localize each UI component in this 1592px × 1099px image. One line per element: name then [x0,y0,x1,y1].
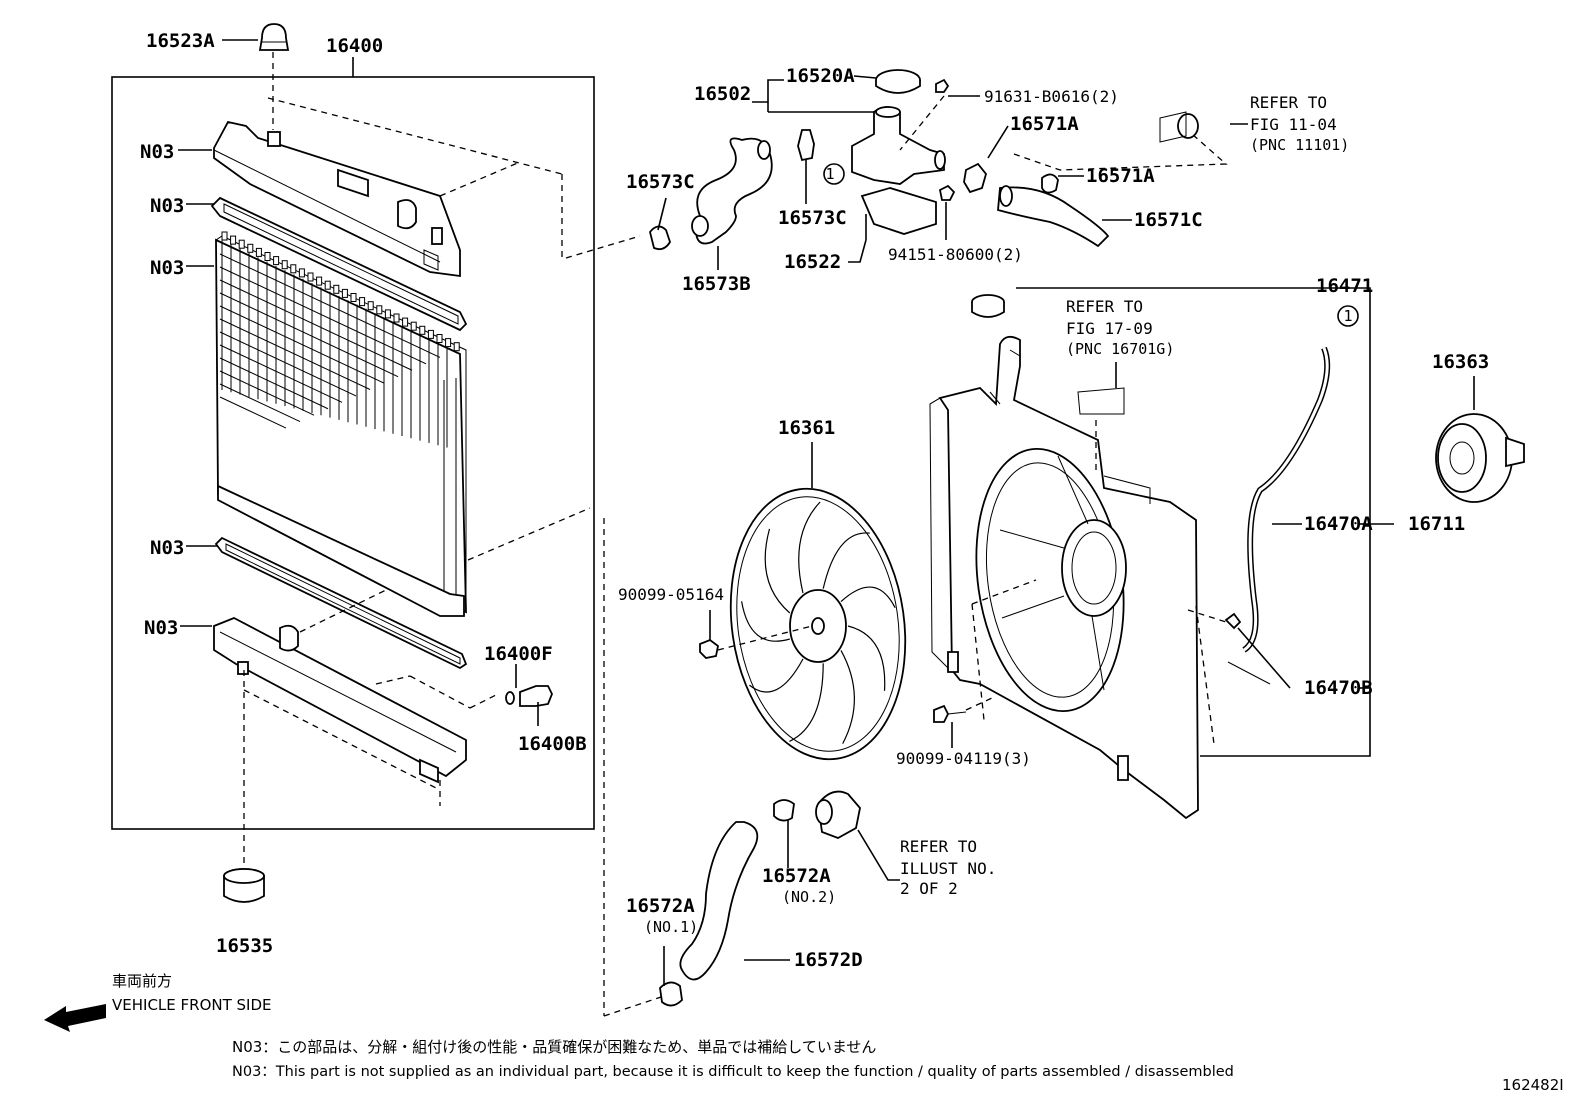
callout-1-a-text: 1 [825,165,834,183]
label-16572A-no2: 16572A [762,865,831,887]
label-16573B: 16573B [682,273,751,295]
bracket-16522 [860,187,937,235]
radiator-cap-16523A [222,23,290,130]
ref-fig11-line1: REFER TO [1250,93,1327,112]
hose-end-ref-11-04 [1177,113,1199,139]
label-94151: 94151-80600(2) [888,245,1023,264]
callout-1-a [823,163,845,185]
label-16400F: 16400F [484,643,553,665]
radiator-cushion-16535 [223,868,265,903]
label-16572A-no1: 16572A [626,895,695,917]
label-16571A-b: 16571A [1086,165,1155,187]
label-16572D: 16572D [794,949,863,971]
filler-cap-16520A [853,69,921,94]
footnotes: N03：この部品は、分解・組付け後の性能・品質確保が困難なため、単品では補給して… [232,1038,1564,1094]
callout-1-b-text: 1 [1343,307,1352,325]
label-16363: 16363 [1432,351,1489,373]
ref-fig11-line3: (PNC 11101) [1250,136,1349,154]
ref-fig17-line3: (PNC 16701G) [1066,340,1174,358]
part-labels: 16523A 16400 N03 N03 N03 N03 N03 16400F … [140,30,1489,971]
lower-hose-group [603,518,900,1017]
reservoir-cap [971,294,1005,318]
label-16523A: 16523A [146,30,215,52]
hose-clamp-16571A-b [1041,173,1059,194]
vehicle-front-arrow-icon [44,1004,106,1032]
lower-tank [213,617,467,784]
ref-illust-line3: 2 OF 2 [900,879,958,898]
ref-fig17-line1: REFER TO [1066,297,1143,316]
diagram-id: 162482I [1502,1076,1564,1094]
label-16400: 16400 [326,35,383,57]
label-91631: 91631-B0616(2) [984,87,1119,106]
label-90099-04119: 90099-04119(3) [896,749,1031,768]
reference-notes: REFER TO FIG 11-04 (PNC 11101) REFER TO … [900,93,1349,898]
cooling-fan-16361 [729,442,907,761]
label-16573C-b: 16573C [778,207,847,229]
label-16535: 16535 [216,935,273,957]
radiator-assembly-group [111,23,595,903]
hose-clamp-16572A-no1 [659,981,683,1007]
lower-radiator-hose-16572D [679,821,759,981]
label-16470A: 16470A [1304,513,1373,535]
hose-clamp-16573C [649,225,671,251]
label-16400B: 16400B [518,733,587,755]
hose-clamp-16573C-b [797,129,815,162]
fan-shroud-16711 [929,335,1199,820]
ref-illust-line2: ILLUST NO. [900,859,996,878]
label-16502: 16502 [694,83,751,105]
label-n03-upper-tank: N03 [140,141,174,163]
hose-clamp-16571A-a [963,162,987,194]
bolt-91631 [935,78,950,93]
filler-neck-16502 [851,106,946,185]
ref-fig11-line2: FIG 11-04 [1250,115,1337,134]
direction-legend: 車両前方 VEHICLE FRONT SIDE [112,972,272,1014]
label-n03-lower-tank: N03 [144,617,178,639]
direction-en: VEHICLE FRONT SIDE [112,996,272,1014]
core-fins [219,231,460,448]
radiator-hose-16571C [997,186,1110,248]
clamp-16470B [1224,612,1242,630]
upper-tank [213,120,461,278]
callout-1-b [1337,305,1359,327]
label-n03-gasket-lower: N03 [150,537,184,559]
footnote-en: N03：This part is not supplied as an indi… [232,1064,1234,1080]
label-16470B: 16470B [1304,677,1373,699]
label-n03-core: N03 [150,257,184,279]
radiator-core [215,231,467,617]
hose-clamp-16572A-no2 [773,799,795,822]
label-16520A: 16520A [786,65,855,87]
fan-shroud-group [929,287,1394,820]
bolt-90099-04119 [933,704,950,723]
drain-plug-16400B [505,664,553,726]
nut-94151 [938,184,956,201]
label-16522: 16522 [784,251,841,273]
upper-hose-group [565,69,1228,270]
label-16471: 16471 [1316,275,1373,297]
label-90099-05164: 90099-05164 [618,585,724,604]
ref-illust-line1: REFER TO [900,837,977,856]
label-16572A-no2-sub: (NO.2) [782,888,836,906]
direction-jp: 車両前方 [112,972,172,990]
label-16361: 16361 [778,417,835,439]
nut-90099-05164 [699,638,719,659]
footnote-jp: N03：この部品は、分解・組付け後の性能・品質確保が困難なため、単品では補給して… [232,1038,876,1056]
label-16573C-a: 16573C [626,171,695,193]
ref-fig17-line2: FIG 17-09 [1066,319,1153,338]
lower-gasket [214,536,468,670]
label-16711: 16711 [1408,513,1465,535]
label-n03-gasket-upper: N03 [150,195,184,217]
fan-motor-16363 [1435,376,1525,503]
label-16571A-a: 16571A [1010,113,1079,135]
label-16572A-no1-sub: (NO.1) [644,918,698,936]
label-16571C: 16571C [1134,209,1203,231]
